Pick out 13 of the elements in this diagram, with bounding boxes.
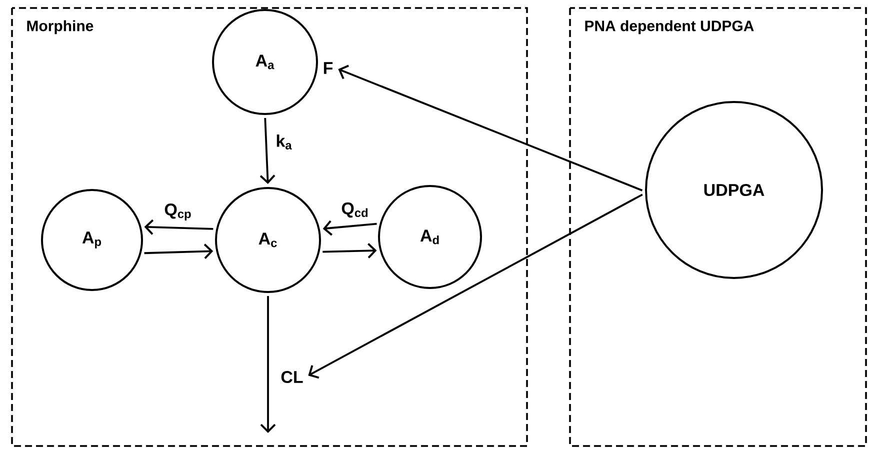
arrow bbox=[144, 219, 214, 235]
arrow bbox=[322, 220, 377, 236]
parameter-label: F bbox=[324, 62, 333, 74]
arrow bbox=[322, 243, 377, 258]
arrow bbox=[260, 118, 276, 184]
edge-label: Q$_{cd}$ bbox=[340, 201, 370, 219]
edge-label: k$_{a}$ bbox=[274, 133, 294, 151]
arrow bbox=[308, 194, 643, 379]
arrow bbox=[338, 64, 643, 192]
arrow bbox=[144, 244, 214, 260]
parameter-label: CL bbox=[281, 370, 303, 384]
arrow bbox=[260, 296, 276, 433]
edge-label: Q$_{cp}$ bbox=[163, 202, 193, 222]
